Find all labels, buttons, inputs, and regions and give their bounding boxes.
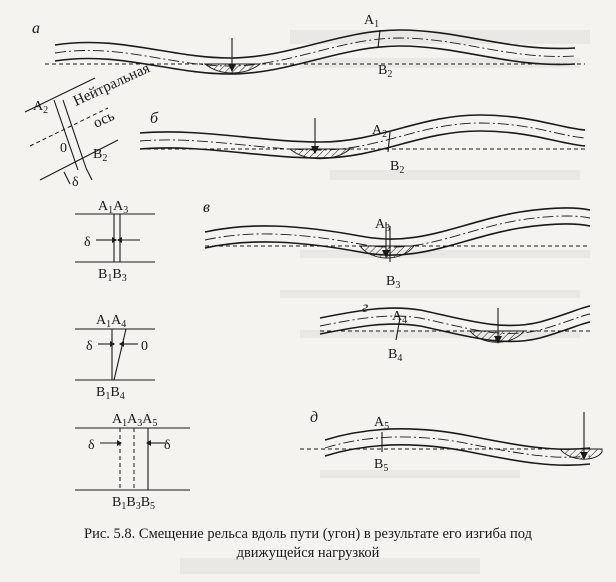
panel-b-bottom-point: B2​ (390, 159, 404, 176)
panel-d-top-point: A5​ (374, 415, 389, 432)
panel-b-top-point: A2​ (372, 123, 387, 140)
panel-d-bottom-point: B5​ (374, 457, 388, 474)
page-show-through (180, 30, 590, 574)
figure-caption-line-1: Рис. 5.8. Смещение рельса вдоль пути (уг… (84, 526, 533, 542)
detail-3-bottom: B1​B3​B5​ (112, 495, 155, 512)
section-zero: 0 (60, 141, 67, 156)
detail-2-delta: δ (86, 339, 93, 354)
panel-d: д A5​ B5​ (300, 409, 603, 474)
detail-3-delta-right: δ (164, 438, 171, 453)
section-point-b: B2​ (93, 147, 107, 164)
panel-a-bottom-point: B2​ (378, 63, 392, 80)
panel-g-letter: г (362, 299, 368, 316)
detail-1-top: A1​A3​ (98, 199, 128, 216)
panel-b-letter: б (150, 110, 159, 127)
panel-g: г A4​ B4​ (319, 299, 591, 364)
panel-v-letter: в (203, 199, 210, 216)
detail-3: A1​A3​A5​ B1​B3​B5​ δ δ (75, 412, 190, 512)
figure-caption-line-2: движущейся нагрузкой (237, 545, 380, 561)
detail-3-delta-left: δ (88, 438, 95, 453)
section-delta: δ (72, 175, 79, 190)
panel-d-letter: д (310, 409, 318, 426)
neutral-axis-section: A2​ B2​ 0 δ Нейтральная ось (24, 60, 153, 190)
neutral-axis-label: Нейтральная (71, 60, 153, 109)
panel-a-top-point: A1​ (364, 13, 379, 30)
panel-v-top-point: A3​ (375, 217, 390, 234)
detail-3-top: A1​A3​A5​ (112, 412, 157, 429)
detail-1-bottom: B1​B3​ (98, 267, 127, 284)
detail-2-top: A1​A4​ (96, 313, 126, 330)
panel-v-bottom-point: B3​ (386, 274, 400, 291)
panel-v: в A3​ B3​ (203, 199, 591, 291)
panel-a-letter: а (32, 20, 40, 37)
detail-2-zero: 0 (141, 339, 148, 354)
detail-2: A1​A4​ B1​B4​ δ 0 (75, 313, 155, 402)
panel-a: а A1​ B2​ (32, 13, 585, 80)
neutral-axis-label-2: ось (91, 108, 117, 132)
section-point-a: A2​ (33, 99, 48, 116)
panel-g-top-point: A4​ (392, 309, 407, 326)
detail-1-delta: δ (84, 235, 91, 250)
detail-2-bottom: B1​B4​ (96, 385, 125, 402)
panel-b: б A2​ B2​ (139, 110, 586, 176)
detail-1: A1​A3​ B1​B3​ δ (75, 199, 155, 284)
panel-g-bottom-point: B4​ (388, 347, 402, 364)
